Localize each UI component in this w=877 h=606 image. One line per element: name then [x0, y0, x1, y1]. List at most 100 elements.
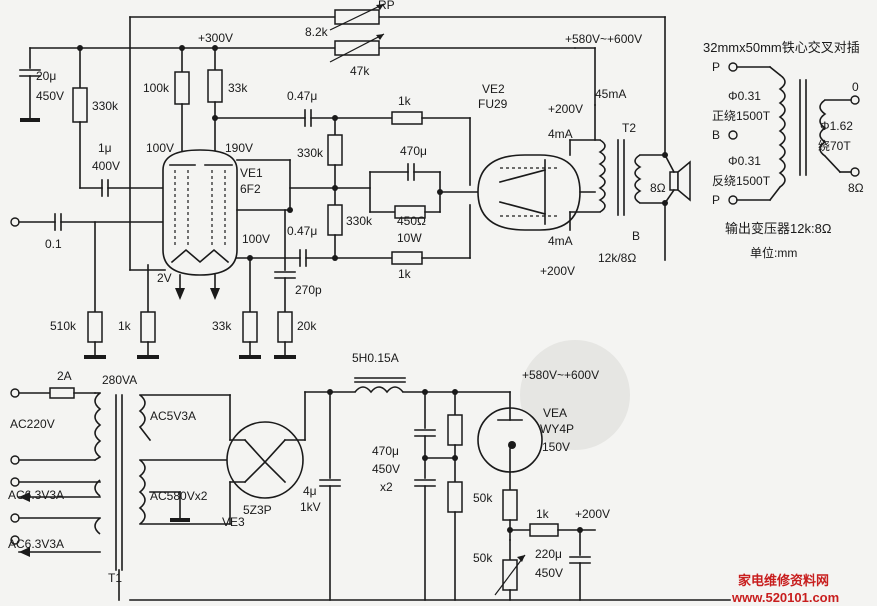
label-ac580: AC580Vx2	[150, 489, 208, 503]
label-20k: 20k	[297, 319, 317, 333]
watermark-cn: 家电维修资料网	[738, 573, 829, 588]
plate-resistors	[77, 45, 223, 161]
label-t2: T2	[622, 121, 636, 135]
label-wind-fwd: 正绕1500T	[712, 109, 771, 123]
label-ve3: VE3	[222, 515, 245, 529]
label-t2-ratio: 12k/8Ω	[598, 251, 636, 265]
label-choke: 5H0.15A	[352, 351, 399, 365]
label-1k-psu: 1k	[536, 507, 550, 521]
label-50k-a: 50k	[473, 491, 493, 505]
label-ve3-type: 5Z3P	[243, 503, 272, 517]
label-sec-0: 0	[852, 80, 859, 94]
label-ac63-a: AC6.3V3A	[8, 488, 64, 502]
label-t1: T1	[108, 571, 122, 585]
label-bplus-top: +580V~+600V	[565, 32, 642, 46]
label-ve1-type: 6F2	[240, 182, 261, 196]
label-c4u-v: 1kV	[300, 500, 321, 514]
label-4ma-top: 4mA	[548, 127, 573, 141]
label-p-bot: P	[712, 193, 720, 207]
label-phi162: Φ1.62	[820, 119, 853, 133]
label-200v-bot: +200V	[540, 264, 575, 278]
label-ve1: VE1	[240, 166, 263, 180]
label-33k-bot: 33k	[212, 319, 232, 333]
input-section	[10, 47, 176, 359]
power-supply	[10, 387, 731, 601]
label-p-top: P	[712, 60, 720, 74]
label-10w: 10W	[397, 231, 422, 245]
label-1k-top: 1k	[398, 94, 412, 108]
label-2v: 2V	[157, 271, 172, 285]
label-047-bot: 0.47μ	[287, 224, 317, 238]
top-rails	[29, 16, 666, 271]
label-c470u-psu-x: x2	[380, 480, 393, 494]
choke-5h	[354, 377, 511, 395]
c470u-psu	[414, 391, 463, 601]
label-c470u-psu-v: 450V	[372, 462, 400, 476]
label-fuse: 2A	[57, 369, 72, 383]
label-4ma-bot: 4mA	[548, 234, 573, 248]
label-1k-cath: 1k	[118, 319, 132, 333]
label-450ohm: 450Ω	[397, 214, 426, 228]
label-c1u: 1μ	[98, 141, 112, 155]
label-300v: +300V	[198, 31, 233, 45]
label-c1u-v: 400V	[92, 159, 120, 173]
label-ve2: VE2	[482, 82, 505, 96]
label-50k-b: 50k	[473, 551, 493, 565]
label-100v-a: 100V	[146, 141, 174, 155]
label-phi031-b: Φ0.31	[728, 154, 761, 168]
label-phi031-a: Φ0.31	[728, 89, 761, 103]
label-330k-mid: 330k	[297, 146, 324, 160]
label-ve2-type: FU29	[478, 97, 508, 111]
label-100v-b: 100V	[242, 232, 270, 246]
label-510k: 510k	[50, 319, 77, 333]
label-330k: 330k	[92, 99, 119, 113]
label-vea-type: WY4P	[540, 422, 574, 436]
label-47k: 47k	[350, 64, 370, 78]
label-vea: VEA	[543, 406, 567, 420]
label-c220u-v: 450V	[535, 566, 563, 580]
ve1-coupling	[212, 109, 479, 359]
label-ac5v: AC5V3A	[150, 409, 196, 423]
label-sec-8: 8Ω	[848, 181, 864, 195]
label-8k2: 8.2k	[305, 25, 329, 39]
label-330k-mid2: 330k	[346, 214, 373, 228]
label-1k-mid: 1k	[398, 267, 412, 281]
label-047-top: 0.47μ	[287, 89, 317, 103]
label-33k-top: 33k	[228, 81, 248, 95]
label-wind-rev: 反绕1500T	[712, 174, 771, 188]
label-100k: 100k	[143, 81, 170, 95]
t2-transformer	[569, 104, 691, 261]
c4u-filter	[319, 391, 341, 601]
label-270p: 270p	[295, 283, 322, 297]
ve3-rectifier	[226, 389, 356, 525]
label-ac63-b: AC6.3V3A	[8, 537, 64, 551]
label-c220u: 220μ	[535, 547, 562, 561]
label-ac220: AC220V	[10, 417, 55, 431]
label-rp: RP	[378, 0, 395, 12]
label-wind-70: 绕70T	[818, 139, 851, 153]
label-t2-b: B	[632, 229, 640, 243]
label-unit: 单位:mm	[750, 245, 797, 260]
label-c20u: 20μ	[36, 69, 56, 83]
r47k-variable-resistor	[329, 33, 385, 63]
background-blotch	[520, 340, 630, 450]
ve2-tube	[477, 154, 596, 231]
label-b-mid: B	[712, 128, 720, 142]
label-200v-top: +200V	[548, 102, 583, 116]
vea-regulator	[477, 391, 596, 601]
label-core: 32mmx50mm铁心交叉对插	[703, 40, 860, 55]
label-200v-psu: +200V	[575, 507, 610, 521]
label-45ma: 45mA	[595, 87, 626, 101]
label-c470u: 470μ	[400, 144, 427, 158]
label-vea-v: 150V	[542, 440, 570, 454]
ve1-tube	[162, 149, 238, 300]
label-c4u: 4μ	[303, 484, 317, 498]
label-xfmr-title: 输出变压器12k:8Ω	[725, 221, 832, 236]
label-c20u-v: 450V	[36, 89, 64, 103]
label-c470u-psu: 470μ	[372, 444, 399, 458]
label-190v: 190V	[225, 141, 253, 155]
rp-potentiometer	[329, 3, 385, 31]
label-bplus-psu: +580V~+600V	[522, 368, 599, 382]
label-280va: 280VA	[102, 373, 137, 387]
